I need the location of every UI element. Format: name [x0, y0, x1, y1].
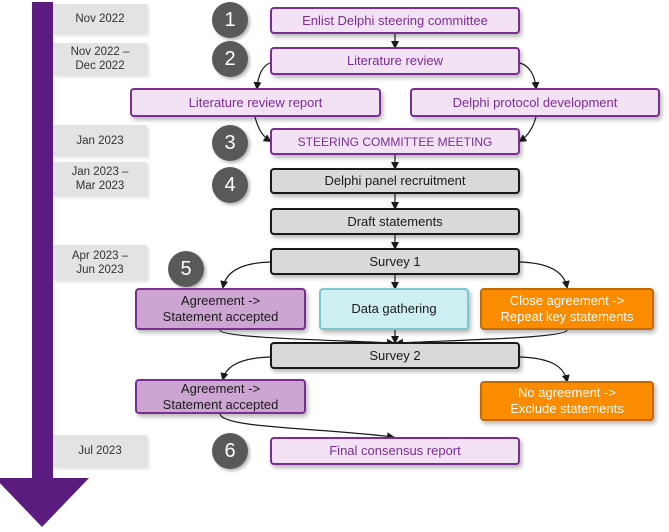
date-label: Jul 2023	[53, 435, 147, 467]
box-delphi-panel-recruitment: Delphi panel recruitment	[270, 168, 520, 194]
timeline-arrow	[0, 2, 89, 527]
box-literature-review-report: Literature review report	[130, 88, 381, 117]
connector-lit-protocol	[519, 62, 540, 90]
box-agreement-accepted-2: Agreement -> Statement accepted	[135, 379, 306, 414]
connector-survey1-close	[519, 261, 570, 289]
step-number-circle: 3	[212, 125, 248, 161]
step-number-circle: 6	[212, 433, 248, 469]
box-delphi-protocol-development: Delphi protocol development	[410, 88, 660, 117]
box-enlist-steering-committee: Enlist Delphi steering committee	[270, 7, 520, 34]
connector-lit-report	[253, 62, 271, 90]
step-number-circle: 4	[212, 167, 248, 203]
box-data-gathering: Data gathering	[319, 288, 469, 330]
box-no-agreement: No agreement -> Exclude statements	[480, 381, 654, 421]
step-number-circle: 5	[168, 251, 204, 287]
date-label: Nov 2022	[53, 4, 147, 34]
date-label: Jan 2023 – Mar 2023	[53, 162, 147, 196]
connector-survey1-agree	[220, 261, 271, 289]
box-literature-review: Literature review	[270, 47, 520, 75]
connector-report-meeting	[254, 116, 272, 143]
box-survey-2: Survey 2	[270, 342, 520, 369]
box-final-consensus-report: Final consensus report	[270, 437, 520, 465]
connector-protocol-meeting	[518, 116, 537, 143]
box-steering-committee-meeting: STEERING COMMITTEE MEETING	[270, 128, 520, 155]
date-label: Jan 2023	[53, 125, 147, 156]
connector-agree-survey2	[219, 329, 395, 347]
box-close-agreement: Close agreement -> Repeat key statements	[480, 288, 654, 330]
connector-close-survey2	[395, 329, 568, 347]
connector-survey2-noagree	[519, 356, 570, 383]
date-label: Apr 2023 – Jun 2023	[53, 245, 147, 280]
connector-agree-final	[219, 413, 395, 441]
step-number-circle: 2	[212, 41, 248, 77]
step-number-circle: 1	[212, 2, 248, 38]
date-label: Nov 2022 – Dec 2022	[53, 43, 147, 75]
box-survey-1: Survey 1	[270, 248, 520, 275]
box-draft-statements: Draft statements	[270, 208, 520, 235]
connector-survey2-agree	[220, 356, 271, 381]
box-agreement-accepted-1: Agreement -> Statement accepted	[135, 288, 306, 330]
